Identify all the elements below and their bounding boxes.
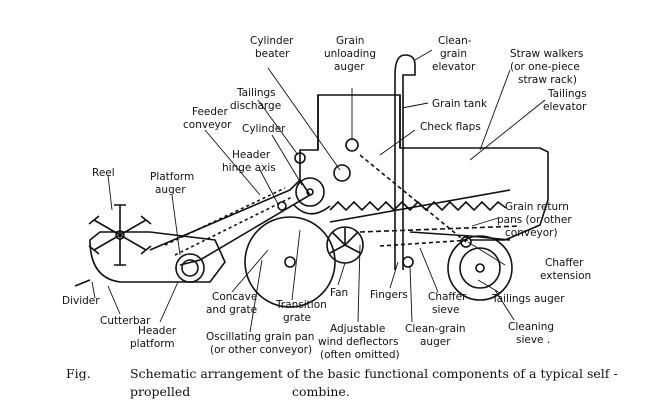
straw-walkers <box>329 200 507 212</box>
label-grain-tank: Grain tank <box>432 98 488 110</box>
front-wheel <box>244 216 336 308</box>
caption-line-1: Schematic arrangement of the basic funct… <box>130 366 618 399</box>
cylinder-drum <box>295 177 325 207</box>
rear-wheel <box>447 235 513 301</box>
cutterbar-line <box>74 279 91 287</box>
tailings-discharge-pulley <box>294 152 306 164</box>
cylinder-beater <box>333 164 351 182</box>
body-outline <box>299 94 549 241</box>
header-hinge-pulley <box>277 201 287 211</box>
caption-line-2: combine. <box>292 384 350 399</box>
label-cylinder: Cylinder <box>242 123 286 135</box>
reel-bats <box>88 204 152 266</box>
tailings-elevator-path <box>359 154 467 243</box>
leader-lines <box>91 49 546 333</box>
label-divider: Divider <box>62 295 100 307</box>
clean-grain-elevator-tube <box>394 54 416 270</box>
header-platform-outline <box>89 231 226 283</box>
feeder-house <box>149 178 312 266</box>
tailings-auger-circle <box>460 236 472 248</box>
chaffer-sieve-line <box>359 225 521 233</box>
label-reel: Reel <box>92 167 115 179</box>
concave-grate <box>293 204 331 215</box>
label-tailings-auger: Tailings auger <box>491 293 565 305</box>
grain-unloading-auger-pulley <box>345 138 359 152</box>
platform-auger <box>175 253 205 283</box>
grain-tank-outline <box>317 95 401 150</box>
label-fan: Fan <box>330 287 348 299</box>
cleaning-sieve-line <box>379 239 471 247</box>
machine-drawing <box>74 54 549 308</box>
grain-return-pan <box>409 231 511 241</box>
label-cutterbar: Cutterbar <box>100 315 151 327</box>
straw-rack-line <box>329 189 511 223</box>
label-fingers: Fingers <box>370 289 408 301</box>
fan-blades <box>329 228 361 254</box>
label-check-flaps: Check flaps <box>420 121 481 133</box>
caption-fig-label: Fig. <box>66 366 91 381</box>
label-oscillating-grain-pan: Oscillating grain pan(or other conveyor) <box>206 331 314 356</box>
feeder-chain <box>164 187 293 256</box>
clean-grain-auger-circle <box>402 256 414 268</box>
